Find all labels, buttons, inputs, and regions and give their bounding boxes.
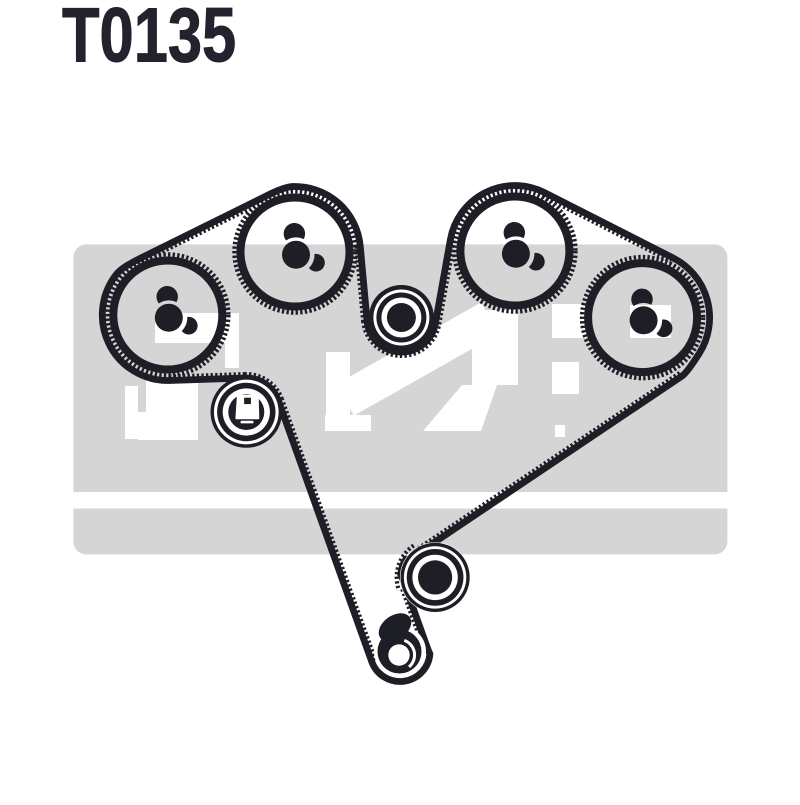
svg-text:T0135: T0135 <box>62 0 236 78</box>
